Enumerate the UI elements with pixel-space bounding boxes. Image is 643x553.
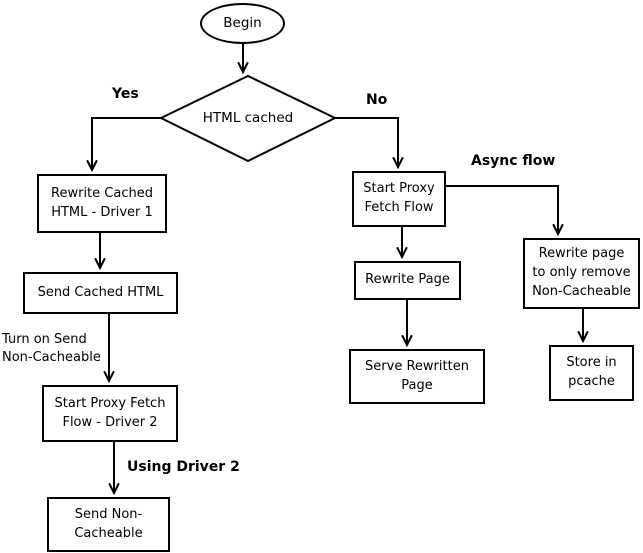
edge-async-flow-to-rewrite-remove bbox=[446, 185, 558, 234]
node-begin: Begin bbox=[200, 3, 285, 44]
node-send-non-cacheable: Send Non- Cacheable bbox=[47, 497, 170, 552]
node-start-proxy-fetch-driver2-line1: Start Proxy Fetch bbox=[54, 395, 166, 411]
node-serve-rewritten-page-line2: Page bbox=[401, 377, 433, 393]
node-rewrite-page: Rewrite Page bbox=[354, 261, 461, 300]
node-rewrite-remove-line2: to only remove bbox=[532, 265, 631, 281]
node-rewrite-cached-html-line2: HTML - Driver 1 bbox=[51, 204, 153, 220]
node-serve-rewritten-page: Serve Rewritten Page bbox=[349, 349, 485, 404]
edge-label-no: No bbox=[366, 92, 388, 108]
node-rewrite-remove-line3: Non-Cacheable bbox=[532, 283, 631, 299]
edge-label-turn-on-send-line2: Non-Cacheable bbox=[2, 349, 101, 365]
node-start-proxy-fetch-driver2-line2: Flow - Driver 2 bbox=[62, 414, 158, 430]
edge-no-to-start-proxy bbox=[335, 117, 398, 167]
node-send-non-cacheable-line2: Cacheable bbox=[74, 525, 143, 541]
node-send-cached-html-line1: Send Cached HTML bbox=[37, 284, 164, 300]
edge-yes-to-rewrite-cached bbox=[92, 117, 161, 170]
edge-label-turn-on-send: Turn on Send Non-Cacheable bbox=[2, 331, 112, 366]
node-rewrite-page-line1: Rewrite Page bbox=[365, 272, 450, 288]
decision-diamond-shape bbox=[158, 74, 338, 163]
node-serve-rewritten-page-line1: Serve Rewritten bbox=[365, 358, 469, 374]
edge-label-async-flow: Async flow bbox=[471, 153, 556, 169]
edge-label-turn-on-send-line1: Turn on Send bbox=[2, 332, 87, 347]
node-rewrite-page-remove-non-cacheable: Rewrite page to only remove Non-Cacheabl… bbox=[523, 238, 640, 309]
node-rewrite-cached-html: Rewrite Cached HTML - Driver 1 bbox=[37, 174, 167, 233]
node-start-proxy-fetch-driver2: Start Proxy Fetch Flow - Driver 2 bbox=[42, 385, 178, 442]
edge-label-using-driver-2: Using Driver 2 bbox=[127, 459, 240, 475]
node-send-non-cacheable-line1: Send Non- bbox=[74, 506, 143, 522]
node-start-proxy-fetch-flow: Start Proxy Fetch Flow bbox=[352, 171, 446, 227]
node-store-in-pcache-line1: Store in bbox=[566, 355, 617, 371]
node-start-proxy-fetch-flow-line1: Start Proxy bbox=[363, 181, 435, 197]
node-rewrite-cached-html-line1: Rewrite Cached bbox=[51, 185, 153, 201]
node-begin-label: Begin bbox=[223, 14, 262, 31]
node-store-in-pcache: Store in pcache bbox=[549, 345, 634, 401]
edge-label-yes: Yes bbox=[112, 86, 139, 102]
node-rewrite-remove-line1: Rewrite page bbox=[538, 246, 625, 262]
node-start-proxy-fetch-flow-line2: Fetch Flow bbox=[364, 200, 434, 215]
node-store-in-pcache-line2: pcache bbox=[568, 374, 615, 389]
node-send-cached-html: Send Cached HTML bbox=[23, 272, 178, 314]
